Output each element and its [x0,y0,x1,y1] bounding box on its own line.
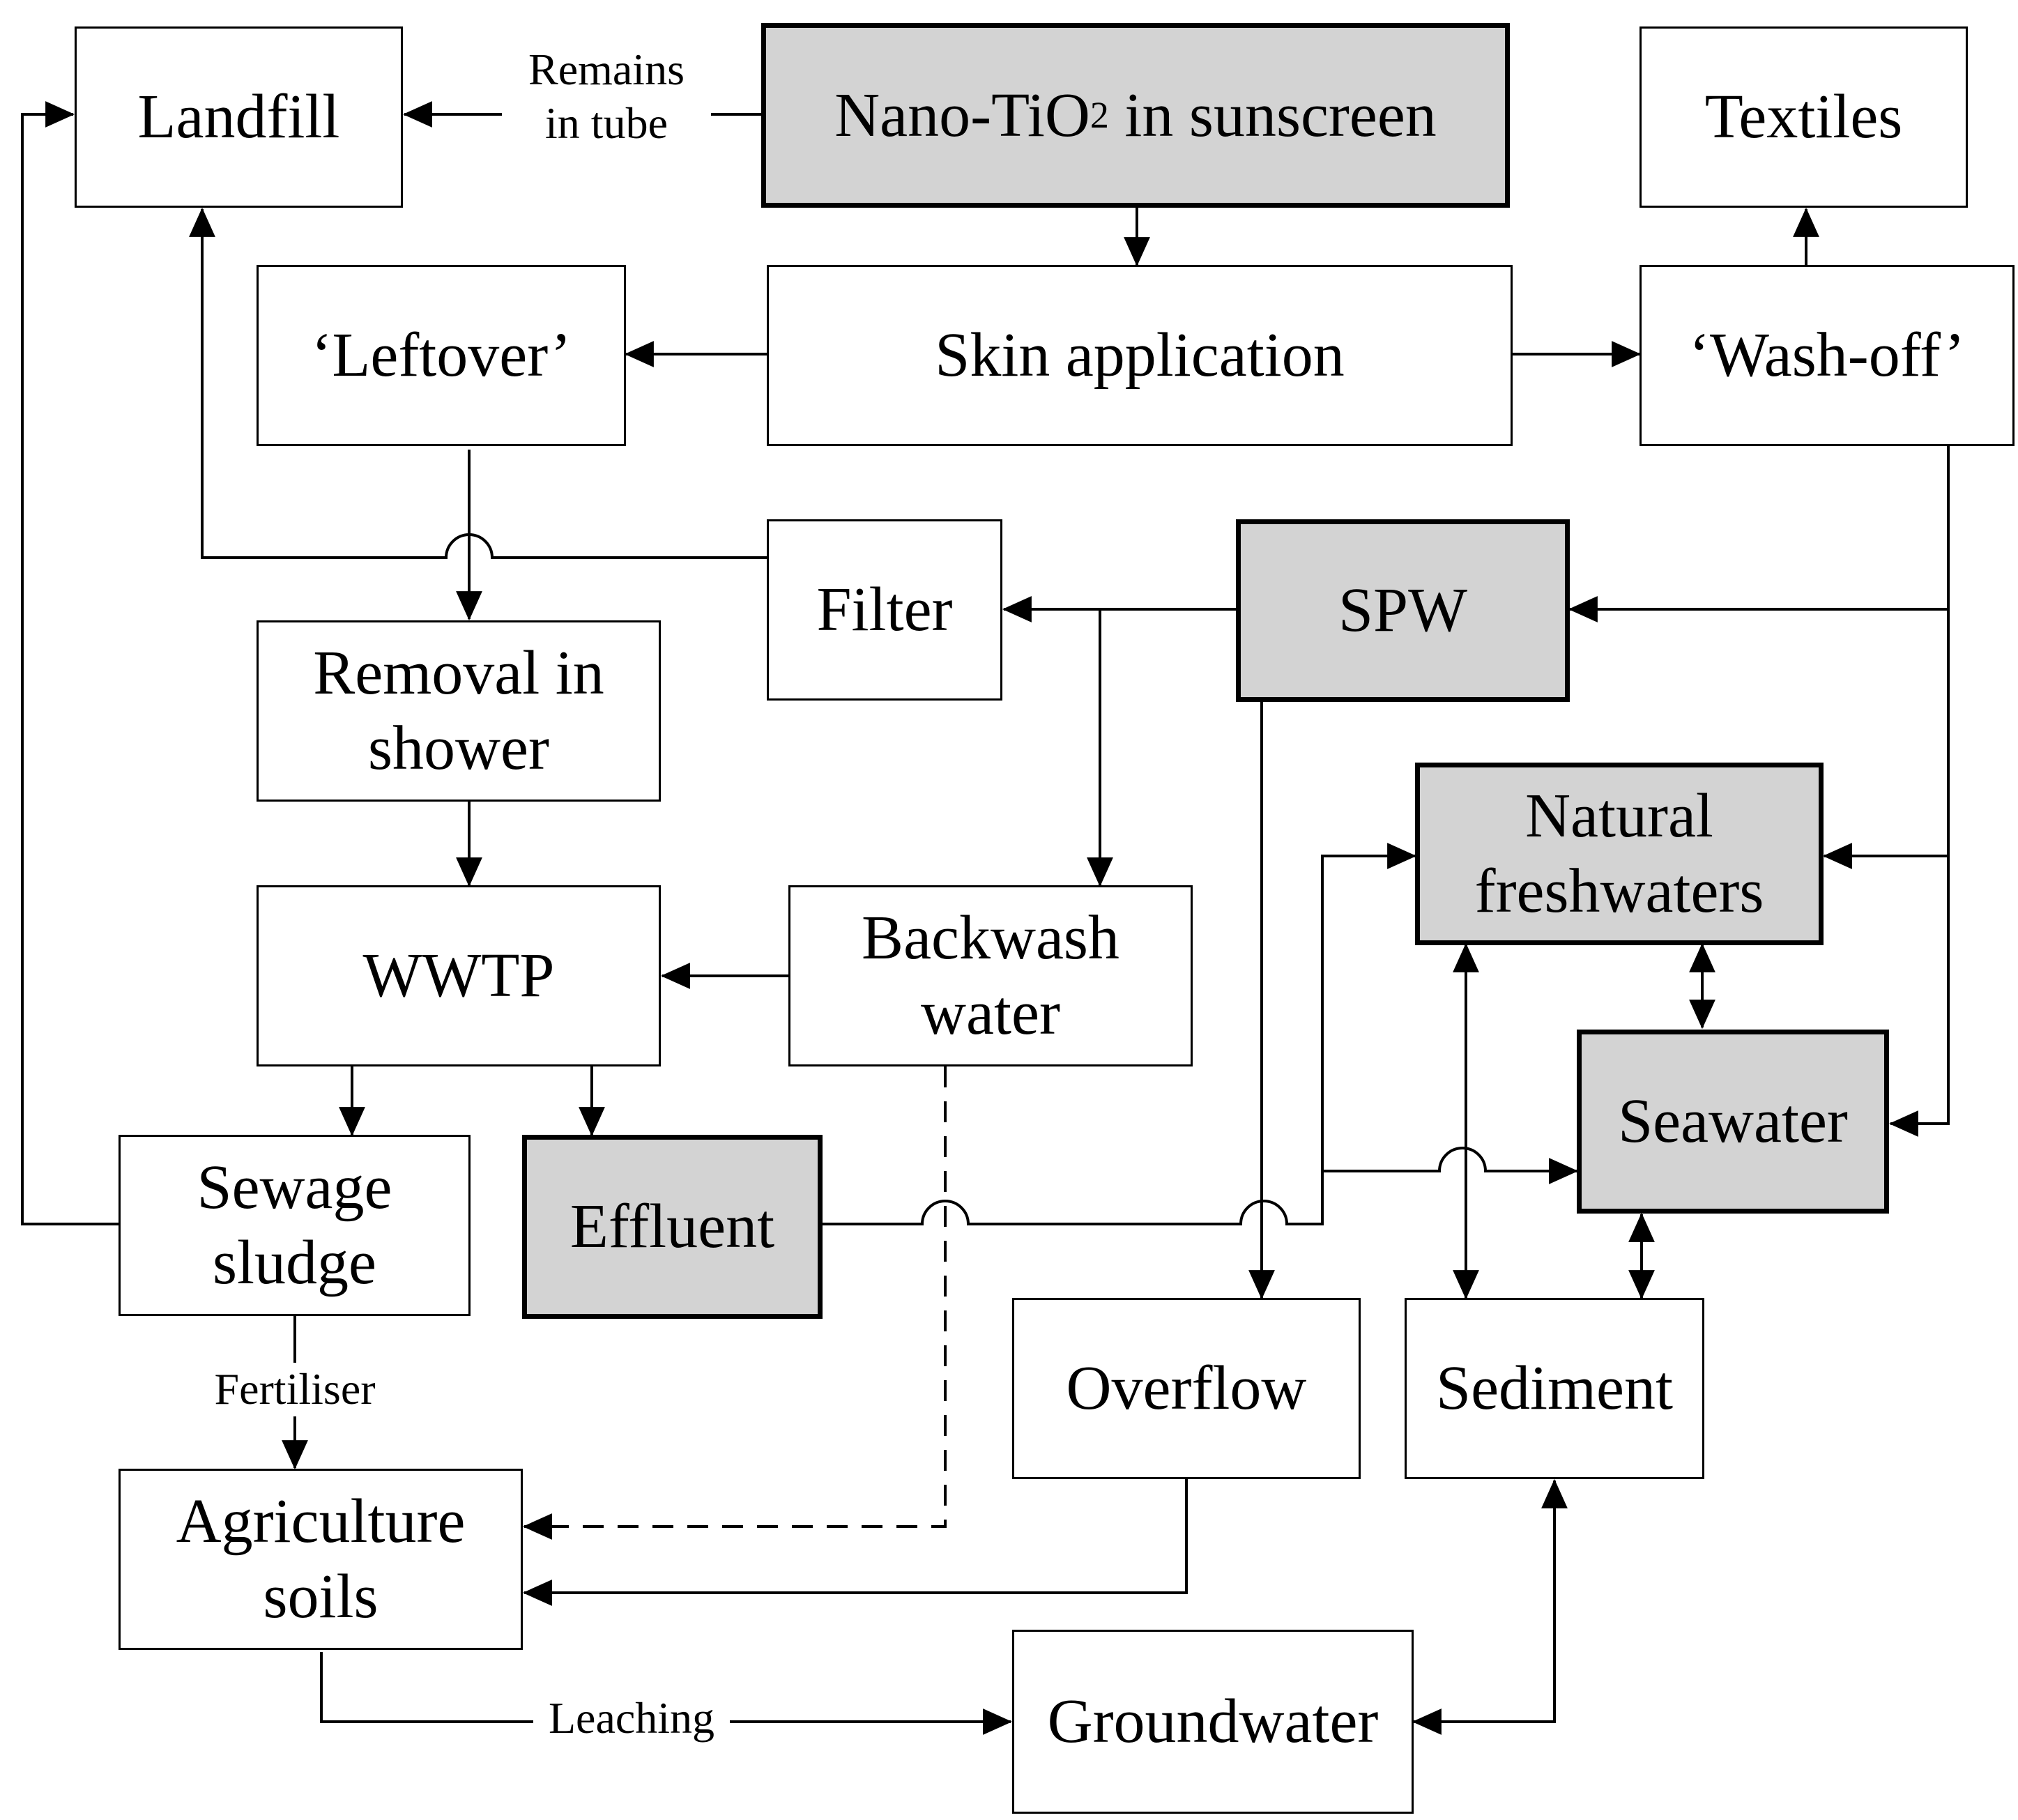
node-textiles: Textiles [1639,26,1968,208]
node-backwash-water: Backwash water [788,885,1193,1066]
edge-effluent-to-seawater [1322,1147,1579,1184]
node-leftover: ‘Leftover’ [257,265,626,446]
nano-suffix: in sunscreen [1108,80,1437,150]
nano-prefix: Nano-TiO [834,80,1090,150]
label-remains-in-tube: Remains in tube [502,40,711,153]
node-spw: SPW [1236,519,1570,702]
edge-effluent-to-waters [823,843,1417,1225]
node-landfill: Landfill [75,26,403,208]
node-effluent: Effluent [522,1135,823,1319]
node-sediment: Sediment [1405,1298,1704,1479]
node-filter: Filter [767,519,1002,701]
edge-groundwater-sediment [1412,1478,1568,1735]
node-wash-off: ‘Wash-off’ [1639,265,2015,446]
nano-subscript: 2 [1090,94,1109,137]
node-wwtp: WWTP [257,885,661,1066]
edge-overflow-to-agriculture [522,1479,1188,1606]
edge-filter-to-landfill [189,207,767,559]
edge-washoff-trunk [1888,446,1950,1137]
node-groundwater: Groundwater [1012,1630,1414,1814]
node-sewage-sludge: Sewage sludge [119,1135,471,1316]
node-seawater: Seawater [1577,1030,1889,1214]
edge-sludge-to-landfill [21,101,119,1225]
node-removal-in-shower: Removal in shower [257,620,661,802]
node-skin-application: Skin application [767,265,1513,446]
edge-backwash-to-agriculture [522,1066,947,1540]
node-overflow: Overflow [1012,1298,1361,1479]
label-leaching: Leaching [533,1692,730,1745]
edge-agriculture-to-groundwater [320,1652,1013,1735]
node-agriculture-soils: Agriculture soils [119,1469,523,1650]
label-fertiliser: Fertiliser [195,1363,395,1416]
node-natural-freshwaters: Natural freshwaters [1415,763,1824,945]
